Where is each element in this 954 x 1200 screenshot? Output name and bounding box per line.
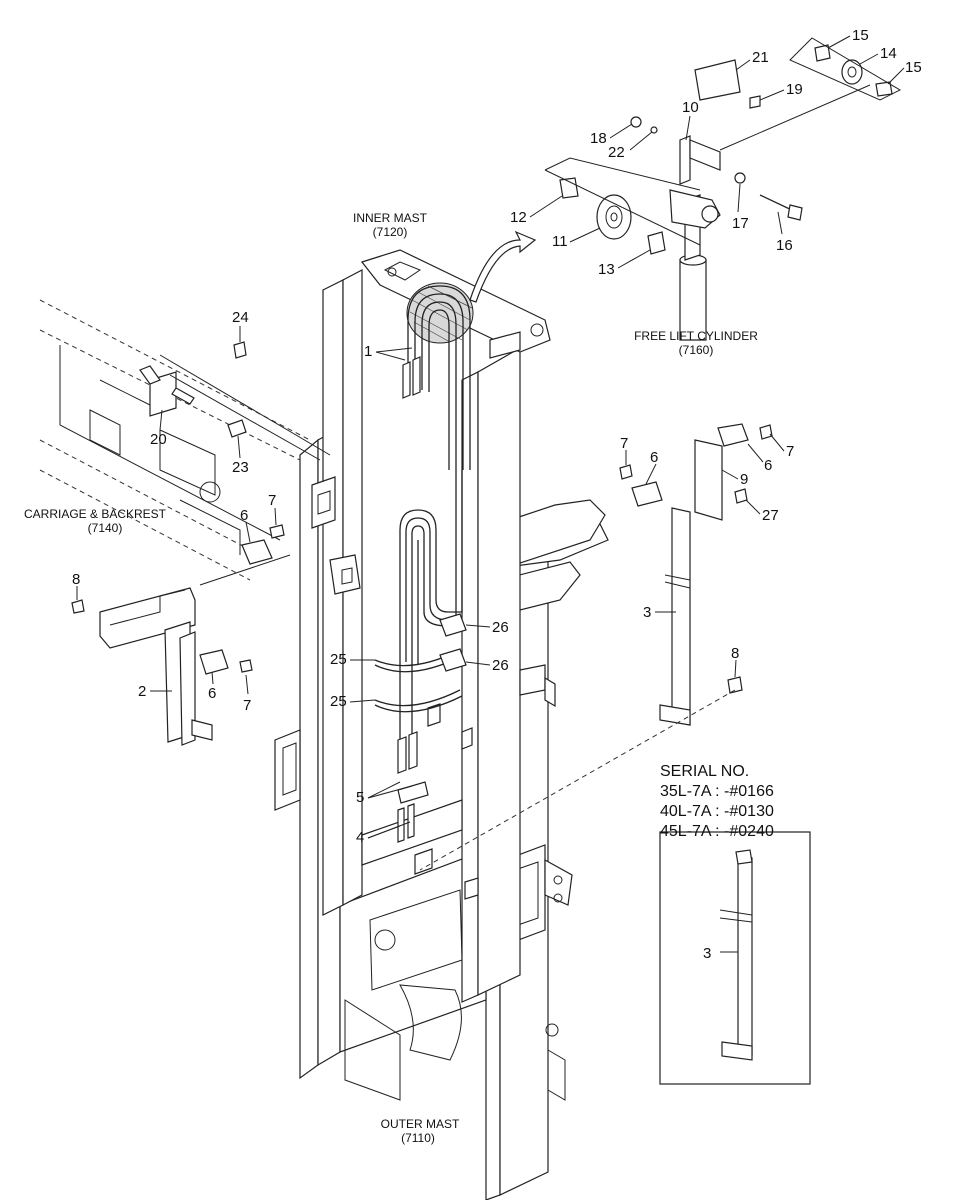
- part-number-7: 7: [620, 435, 628, 452]
- part-number-1: 1: [364, 343, 372, 360]
- free-lift-cylinder-group: [469, 37, 902, 341]
- part-number-27: 27: [762, 507, 779, 524]
- part-number-20: 20: [150, 431, 167, 448]
- left-bracket-group: [71, 524, 291, 746]
- part-number-6: 6: [764, 457, 772, 474]
- part-number-9: 9: [740, 471, 748, 488]
- free-lift-cylinder-code: (7160): [679, 343, 714, 357]
- hose-assembly: [374, 282, 474, 843]
- part-number-8: 8: [731, 645, 739, 662]
- part-number-26: 26: [492, 619, 509, 636]
- part-callouts: 1 2 3 4 5 6 6 6 6 7 7 7 7 8 8: [72, 27, 922, 846]
- part-number-7: 7: [268, 492, 276, 509]
- part-number-22: 22: [608, 144, 625, 161]
- part-number-23: 23: [232, 459, 249, 476]
- part-number-6: 6: [208, 685, 216, 702]
- carriage-backrest-code: (7140): [88, 521, 123, 535]
- carriage-backrest-drawing: [39, 299, 331, 581]
- leader-line: [419, 689, 736, 871]
- part-number-11: 11: [552, 233, 568, 250]
- part-number-6: 6: [650, 449, 658, 466]
- part-number-8: 8: [72, 571, 80, 588]
- part-number-14: 14: [880, 45, 897, 62]
- outer-mast-label: OUTER MAST: [381, 1117, 460, 1131]
- serial-line-2: 40L-7A : -#0130: [660, 803, 774, 820]
- serial-text: SERIAL NO. 35L-7A : -#0166 40L-7A : -#01…: [660, 763, 774, 962]
- leader-line: [169, 374, 321, 461]
- serial-line-3: 45L-7A : -#0240: [660, 823, 774, 840]
- inner-mast-code: (7120): [373, 225, 408, 239]
- part-number-10: 10: [682, 99, 699, 116]
- part-number-4: 4: [356, 829, 364, 846]
- outer-mast-drawing: [274, 426, 609, 1200]
- serial-line-1: 35L-7A : -#0166: [660, 783, 774, 800]
- outer-mast-code: (7110): [401, 1131, 435, 1145]
- carriage-backrest-label: CARRIAGE & BACKREST: [24, 507, 167, 521]
- right-bracket-group: [619, 423, 773, 726]
- part-number-3: 3: [643, 604, 651, 621]
- inner-mast-drawing: [311, 249, 556, 1003]
- inner-mast-label: INNER MAST: [353, 211, 428, 225]
- part-number-21: 21: [752, 49, 769, 66]
- part-number-13: 13: [598, 261, 615, 278]
- free-lift-cylinder-label: FREE LIFT CYLINDER: [634, 329, 758, 343]
- inset-frame: [659, 831, 811, 1085]
- part-number-25: 25: [330, 651, 347, 668]
- part-number-24: 24: [232, 309, 249, 326]
- part-number-18: 18: [590, 130, 607, 147]
- part-number-25: 25: [330, 693, 347, 710]
- part-number-16: 16: [776, 237, 793, 254]
- inset-part-number: 3: [703, 945, 711, 962]
- component-labels: INNER MAST (7120) FREE LIFT CYLINDER (71…: [24, 211, 758, 1145]
- part-number-7: 7: [243, 697, 251, 714]
- part-number-15: 15: [852, 27, 869, 44]
- part-number-5: 5: [356, 789, 364, 806]
- part-number-19: 19: [786, 81, 803, 98]
- part-number-26: 26: [492, 657, 509, 674]
- part-number-12: 12: [510, 209, 527, 226]
- part-number-2: 2: [138, 683, 146, 700]
- serial-title: SERIAL NO.: [660, 763, 749, 780]
- part-number-17: 17: [732, 215, 749, 232]
- serial-inset: [659, 831, 811, 1085]
- part-number-6: 6: [240, 507, 248, 524]
- part-number-7: 7: [786, 443, 794, 460]
- part-number-15: 15: [905, 59, 922, 76]
